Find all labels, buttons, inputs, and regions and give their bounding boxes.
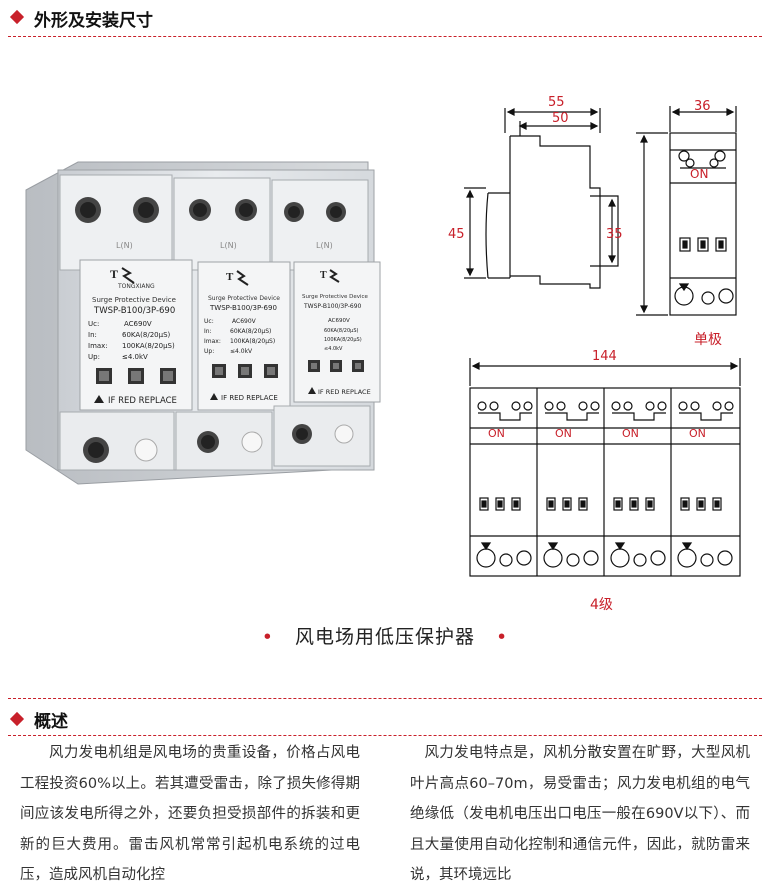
device-name: Surge Protective Device [302, 294, 369, 300]
spec-value: 60KA(8/20μS) [324, 328, 359, 334]
spec-value: 100KA(8/20μS) [230, 338, 275, 345]
product-photo: L(N) L(N) L(N) T TONGXIANG Surge Protect… [25, 161, 381, 485]
on-label: ON [622, 427, 639, 440]
diamond-bullet-icon [9, 9, 25, 25]
spec-value: AC690V [328, 318, 350, 324]
dim-144: 144 [592, 349, 617, 364]
model-number: TWSP-B100/3P-690 [303, 303, 362, 310]
diamond-bullet-icon [9, 711, 25, 727]
spec-value: ≤4.0kV [324, 346, 343, 352]
module-2-label: T Surge Protective Device TWSP-B100/3P-6… [204, 270, 280, 402]
module-3-label: T Surge Protective Device TWSP-B100/3P-6… [302, 269, 371, 396]
four-pole-label: 4级 [590, 597, 613, 613]
dim-36: 36 [694, 99, 711, 114]
spec-value: ≤4.0kV [230, 348, 253, 355]
divider [8, 735, 762, 736]
device-name: Surge Protective Device [92, 296, 176, 304]
dim-35: 35 [606, 227, 623, 242]
caption-text: 风电场用低压保护器 [294, 626, 475, 648]
section-header-overview: 概述 [0, 698, 770, 738]
logo-text: TONGXIANG [117, 283, 155, 290]
on-label: ON [690, 167, 708, 181]
spec-value: AC690V [124, 320, 152, 328]
on-label: ON [488, 427, 505, 440]
four-pole-modules [476, 401, 734, 568]
spec-label: Uc: [204, 318, 214, 325]
warning-text: IF RED REPLACE [221, 394, 278, 402]
spec-label: In: [88, 331, 97, 339]
svg-text:T: T [320, 270, 327, 281]
spec-value: 60KA(8/20μS) [122, 331, 171, 339]
terminal-label: L(N) [220, 241, 237, 250]
bottom-terminals [59, 405, 371, 471]
divider [8, 698, 762, 699]
model-number: TWSP-B100/3P-690 [93, 306, 175, 316]
spec-value: ≤4.0kV [122, 353, 148, 361]
device-name: Surge Protective Device [208, 295, 280, 302]
svg-text:T: T [110, 267, 118, 281]
product-caption: • 风电场用低压保护器 • [0, 622, 770, 649]
dimension-drawings: 55 50 45 35 36 ON 单极 144 ON ON ON ON 4级 [448, 95, 741, 613]
spec-value: 60KA(8/20μS) [230, 328, 271, 335]
single-pole-label: 单极 [694, 332, 722, 348]
on-label: ON [689, 427, 706, 440]
caption-dot: • [261, 626, 274, 648]
spec-value: 100KA(8/20μS) [324, 337, 362, 343]
divider [8, 36, 762, 37]
dim-50: 50 [552, 111, 569, 126]
warning-text: IF RED REPLACE [108, 396, 177, 406]
caption-dot: • [496, 626, 509, 648]
spec-label: Imax: [88, 342, 108, 350]
spec-label: In: [204, 328, 212, 335]
terminal-label: L(N) [316, 241, 333, 250]
spec-value: 100KA(8/20μS) [122, 342, 175, 350]
spec-value: AC690V [232, 318, 257, 325]
overview-right-paragraph: 风力发电特点是，风机分散安置在旷野，大型风机叶片高点60–70m，易受雷击；风力… [410, 745, 750, 883]
dim-55: 55 [548, 95, 565, 110]
section-title: 外形及安装尺寸 [34, 11, 153, 31]
on-label: ON [555, 427, 572, 440]
module-tops: L(N) L(N) L(N) [59, 174, 369, 271]
overview-left-paragraph: 风力发电机组是风电场的贵重设备，价格占风电工程投资60%以上。若其遭受雷击，除了… [20, 745, 360, 883]
warning-text: IF RED REPLACE [318, 388, 371, 396]
terminal-label: L(N) [116, 241, 133, 250]
dim-45: 45 [448, 227, 465, 242]
spec-label: Imax: [204, 338, 221, 345]
spec-label: Up: [88, 353, 100, 361]
model-number: TWSP-B100/3P-690 [209, 304, 277, 312]
spec-label: Uc: [88, 320, 99, 328]
section-header-dimensions: 外形及安装尺寸 [0, 0, 770, 40]
spec-label: Up: [204, 348, 214, 355]
section-title: 概述 [34, 712, 68, 732]
svg-text:T: T [226, 271, 234, 283]
module-1-label: T TONGXIANG Surge Protective Device TWSP… [88, 267, 177, 406]
